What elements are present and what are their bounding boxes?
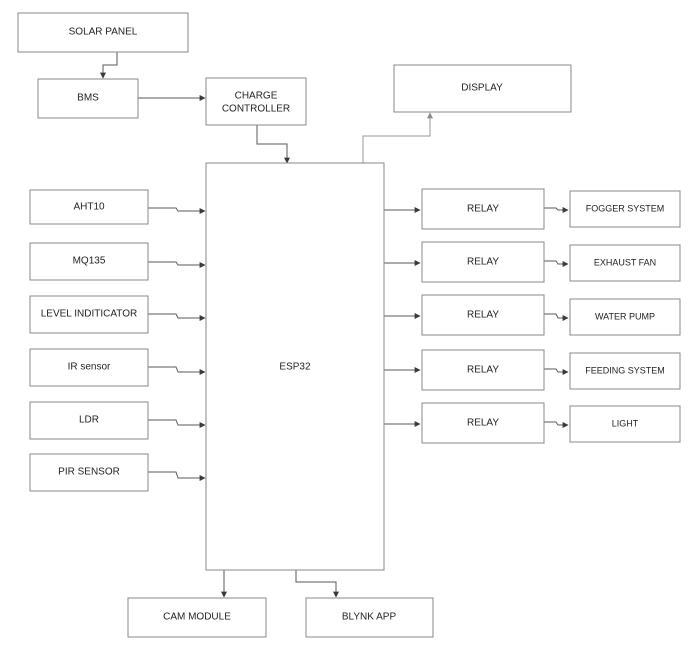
sensor-pir-label: PIR SENSOR xyxy=(58,467,120,478)
device-feeding-system-block: FEEDING SYSTEM xyxy=(569,352,681,390)
esp32-block: ESP32 xyxy=(205,162,385,571)
connector-relay-4-to-feeding xyxy=(544,368,569,375)
connector-relay-1-to-fogger xyxy=(544,207,569,213)
connector-relay-2-to-exhaust xyxy=(544,260,569,267)
connectors xyxy=(100,52,569,598)
relay-5-label: RELAY xyxy=(467,418,499,429)
charge-controller-block: CHARGE CONTROLLER xyxy=(205,77,307,126)
blynk-app-block: BLYNK APP xyxy=(305,597,434,638)
relay-2-block: RELAY xyxy=(421,241,545,283)
solar-panel-label: SOLAR PANEL xyxy=(69,27,138,38)
device-water-pump-block: WATER PUMP xyxy=(569,298,681,336)
connector-charge-controller-to-esp32 xyxy=(256,125,290,164)
sensor-aht10-label: AHT10 xyxy=(73,202,105,213)
device-feeding-system-label: FEEDING SYSTEM xyxy=(585,365,665,375)
display-block: DISPLAY xyxy=(393,64,572,113)
connector-esp32-to-blynk xyxy=(295,570,339,598)
charge-controller-label-line1: CHARGE xyxy=(235,91,278,102)
display-label: DISPLAY xyxy=(461,83,503,94)
sensors-column: AHT10 MQ135 LEVEL INDITICATOR IR sensor … xyxy=(29,189,149,492)
connector-esp32-to-display xyxy=(362,112,433,163)
sensor-ldr-block: LDR xyxy=(29,401,149,440)
sensor-level-indicator-label: LEVEL INDITICATOR xyxy=(41,309,138,320)
device-water-pump-label: WATER PUMP xyxy=(595,311,655,321)
relay-4-label: RELAY xyxy=(467,365,499,376)
device-exhaust-fan-label: EXHAUST FAN xyxy=(594,257,656,267)
charge-controller-label-line2: CONTROLLER xyxy=(222,104,290,115)
device-light-block: LIGHT xyxy=(569,405,681,443)
connector-aht10-to-esp32 xyxy=(148,207,206,214)
relay-5-block: RELAY xyxy=(421,402,545,444)
sensor-mq135-block: MQ135 xyxy=(29,242,149,281)
sensor-mq135-label: MQ135 xyxy=(73,256,106,267)
connector-pir-to-esp32 xyxy=(148,471,206,481)
device-light-label: LIGHT xyxy=(612,418,639,428)
sensor-ir-block: IR sensor xyxy=(29,348,149,387)
devices-column: FOGGER SYSTEM EXHAUST FAN WATER PUMP FEE… xyxy=(569,190,681,443)
cam-module-block: CAM MODULE xyxy=(127,597,267,638)
cam-module-label: CAM MODULE xyxy=(163,612,231,623)
connector-relay-3-to-pump xyxy=(544,313,569,321)
device-exhaust-fan-block: EXHAUST FAN xyxy=(569,244,681,282)
sensor-ir-label: IR sensor xyxy=(68,362,111,373)
relay-1-block: RELAY xyxy=(421,188,545,230)
sensor-level-indicator-block: LEVEL INDITICATOR xyxy=(29,295,149,334)
sensor-pir-block: PIR SENSOR xyxy=(29,453,149,492)
blynk-app-label: BLYNK APP xyxy=(342,612,397,623)
relays-column: RELAY RELAY RELAY RELAY RELAY xyxy=(421,188,545,444)
outputs-row: CAM MODULE BLYNK APP xyxy=(127,597,434,638)
power-chain: SOLAR PANEL BMS CHARGE CONTROLLER DISPLA… xyxy=(17,12,572,126)
esp32-label: ESP32 xyxy=(279,362,311,373)
relay-4-block: RELAY xyxy=(421,349,545,391)
bms-block: BMS xyxy=(37,78,139,119)
sensor-aht10-block: AHT10 xyxy=(29,189,149,225)
relay-3-label: RELAY xyxy=(467,310,499,321)
relay-3-block: RELAY xyxy=(421,294,545,336)
solar-panel-block: SOLAR PANEL xyxy=(17,12,189,53)
connector-mq135-to-esp32 xyxy=(148,261,206,268)
device-fogger-label: FOGGER SYSTEM xyxy=(586,203,665,213)
relay-2-label: RELAY xyxy=(467,257,499,268)
connector-ir-to-esp32 xyxy=(148,366,206,375)
device-fogger-block: FOGGER SYSTEM xyxy=(569,190,681,228)
connector-level-to-esp32 xyxy=(148,313,206,321)
relay-1-label: RELAY xyxy=(467,204,499,215)
connector-solar-to-bms xyxy=(100,52,118,79)
bms-label: BMS xyxy=(77,93,99,104)
sensor-ldr-label: LDR xyxy=(79,415,99,426)
connector-relay-5-to-light xyxy=(544,421,569,428)
connector-ldr-to-esp32 xyxy=(148,419,206,428)
